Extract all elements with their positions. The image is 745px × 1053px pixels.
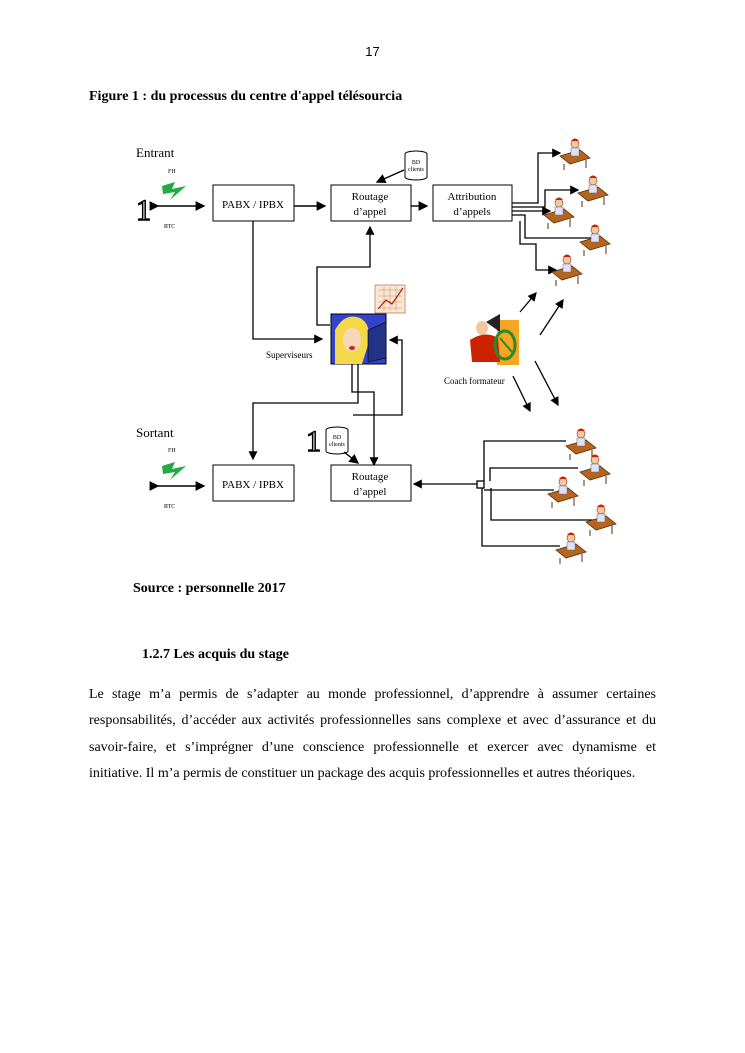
fh-label-bottom: FH [168,448,176,454]
coach-label: Coach formateur [444,376,505,386]
pabx-box-bottom [212,464,295,502]
figure-caption: Figure 1 : du processus du centre d'appe… [89,89,403,104]
database-icon-top [404,150,428,181]
routage-box-bottom [330,464,412,502]
sortant-label: Sortant [136,425,174,440]
routage-line1-top: Routage [352,191,389,203]
section-heading: 1.2.7 Les acquis du stage [142,647,290,662]
collection-lines-bottom [412,440,600,547]
digit-one-bottom: 1 [306,425,321,458]
digit-one-top: 1 [136,194,151,227]
entrant-label: Entrant [136,145,175,160]
body-paragraph: Le stage m’a permis de s’adapter au mond… [89,687,656,781]
figure-source: Source : personnelle 2017 [133,581,286,596]
page-number: 17 [365,44,380,59]
attribution-box [432,184,513,222]
bd-line1-top: BD [412,160,421,166]
lightning-icon-top [162,182,186,200]
routage-line2-top: d’appel [354,206,387,218]
routage-line1-bottom: Routage [352,471,389,483]
coach-arrows [512,292,564,413]
rtc-label-bottom: RTC [164,504,175,510]
superviseurs-label: Superviseurs [266,350,313,360]
attribution-line2: d’appels [453,206,490,218]
supervisor-icon [330,313,387,365]
distribution-lines-top [512,148,602,275]
bd-line2-bottom: clients [329,442,345,448]
routage-box-top [330,184,412,222]
routage-line2-bottom: d’appel [354,486,387,498]
lightning-icon-bottom [162,462,186,480]
bd-line2-top: clients [408,167,424,173]
bd-line1-bottom: BD [333,435,342,441]
attribution-line1: Attribution [448,191,497,203]
chart-icon [374,284,406,314]
pabx-label-bottom: PABX / IPBX [222,479,284,491]
fh-label-top: FH [168,169,176,175]
call-center-process-diagram: Entrant FH 1 RTC PABX / IPBX Routage d’a… [135,138,617,565]
coach-icon [470,314,519,365]
rtc-label-top: RTC [164,224,175,230]
database-icon-bottom [325,426,349,455]
pabx-label-top: PABX / IPBX [222,199,284,211]
